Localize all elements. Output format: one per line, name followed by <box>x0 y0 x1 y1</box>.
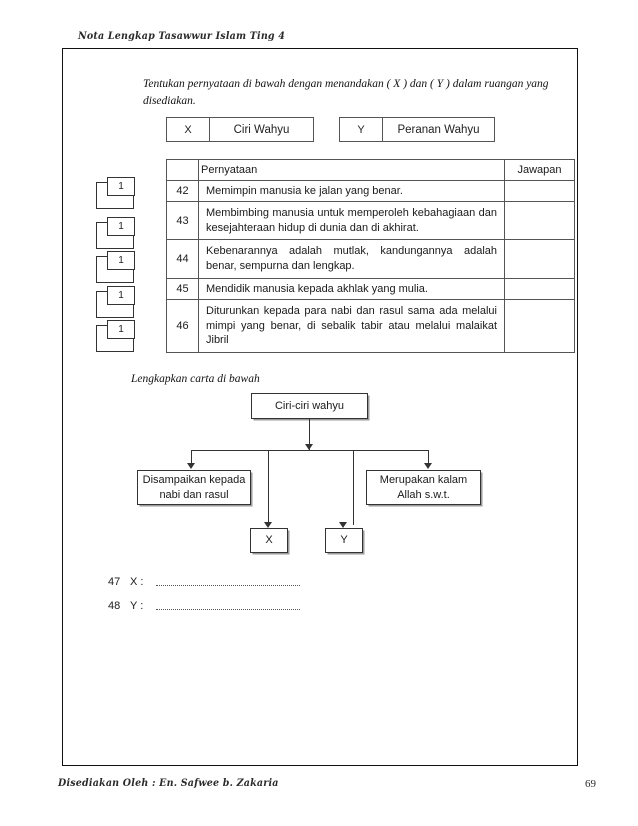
flowchart-root-arrow-icon <box>305 444 313 450</box>
row-number-45: 45 <box>166 277 199 300</box>
marker-box-46: 1 <box>96 320 135 352</box>
footer-page-number: 69 <box>585 778 596 790</box>
answer-number-48: 48 <box>108 600 121 612</box>
row-number-43: 43 <box>166 200 199 241</box>
legend-box-x: X Ciri Wahyu <box>166 117 314 142</box>
table-row: 46 Diturunkan kepada para nabi dan rasul… <box>166 298 575 354</box>
row-answer-44[interactable] <box>504 239 575 279</box>
legend-key-y: Y <box>340 118 383 141</box>
flowchart-branch-4-arrow-icon <box>424 463 432 469</box>
row-answer-43[interactable] <box>504 200 575 241</box>
row-statement-42: Memimpin manusia ke jalan yang benar. <box>198 180 505 202</box>
table-row: 44 Kebenarannya adalah mutlak, kandungan… <box>166 239 575 279</box>
marker-box-45: 1 <box>96 286 135 318</box>
row-statement-44: Kebenarannya adalah mutlak, kandungannya… <box>198 239 505 279</box>
table-row: 42 Memimpin manusia ke jalan yang benar. <box>166 180 575 202</box>
header-blank <box>166 159 199 181</box>
answer-number-47: 47 <box>108 576 121 588</box>
marker-chip-46: 1 <box>107 320 135 339</box>
instruction-complete-chart: Lengkapkan carta di bawah <box>131 373 260 385</box>
statements-table: Pernyataan Jawapan 42 Memimpin manusia k… <box>166 159 575 354</box>
flowchart-child-box-4: Merupakan kalam Allah s.w.t. <box>366 470 481 505</box>
flowchart-branch-1-arrow-icon <box>187 463 195 469</box>
answer-line-48: 48 Y : <box>108 600 300 612</box>
flowchart-child-box-y: Y <box>325 528 363 553</box>
flowchart-bus <box>191 450 429 452</box>
marker-chip-43: 1 <box>107 217 135 236</box>
row-answer-46[interactable] <box>504 298 575 354</box>
row-answer-42[interactable] <box>504 180 575 202</box>
flowchart-root-box: Ciri-ciri wahyu <box>251 393 368 419</box>
flowchart-branch-2-stem <box>268 450 270 525</box>
marker-box-43: 1 <box>96 217 135 249</box>
table-row: 43 Membimbing manusia untuk memperoleh k… <box>166 200 575 241</box>
table-row: 45 Mendidik manusia kepada akhlak yang m… <box>166 277 575 300</box>
instruction-mark-statements: Tentukan pernyataan di bawah dengan mena… <box>143 78 549 107</box>
row-number-44: 44 <box>166 239 199 279</box>
header-statement: Pernyataan <box>198 159 505 181</box>
legend-value-x: Ciri Wahyu <box>233 123 290 136</box>
row-statement-45: Mendidik manusia kepada akhlak yang muli… <box>198 277 505 300</box>
flowchart-branch-1-stem <box>191 450 193 464</box>
answer-blank-47[interactable] <box>156 585 300 586</box>
row-answer-45[interactable] <box>504 277 575 300</box>
answer-label-47: X : <box>130 576 144 588</box>
header-answer: Jawapan <box>504 159 575 181</box>
answer-line-47: 47 X : <box>108 576 300 588</box>
flowchart-child-box-1: Disampaikan kepada nabi dan rasul <box>137 470 251 505</box>
flowchart-branch-3-stem <box>353 450 355 525</box>
answer-blank-48[interactable] <box>156 609 300 610</box>
row-number-46: 46 <box>166 298 199 354</box>
table-header-row: Pernyataan Jawapan <box>166 159 575 181</box>
answer-label-48: Y : <box>130 600 144 612</box>
flowchart-branch-4-stem <box>428 450 430 464</box>
marker-box-44: 1 <box>96 251 135 283</box>
running-head: Nota Lengkap Tasawwur Islam Ting 4 <box>78 30 286 43</box>
flowchart-branch-3-arrow-icon <box>339 522 347 528</box>
legend-key-x: X <box>167 118 210 141</box>
marker-chip-44: 1 <box>107 251 135 270</box>
flowchart-root-stem <box>309 419 311 450</box>
flowchart-branch-2-arrow-icon <box>264 522 272 528</box>
legend-box-y: Y Peranan Wahyu <box>339 117 495 142</box>
row-statement-46: Diturunkan kepada para nabi dan rasul sa… <box>198 298 505 354</box>
marker-chip-45: 1 <box>107 286 135 305</box>
row-statement-43: Membimbing manusia untuk memperoleh keba… <box>198 200 505 241</box>
footer-prepared-by: Disediakan Oleh : En. Safwee b. Zakaria <box>58 777 279 790</box>
row-number-42: 42 <box>166 180 199 202</box>
marker-chip-42: 1 <box>107 177 135 196</box>
marker-box-42: 1 <box>96 177 135 209</box>
legend-value-y: Peranan Wahyu <box>397 123 480 136</box>
flowchart-child-box-x: X <box>250 528 288 553</box>
